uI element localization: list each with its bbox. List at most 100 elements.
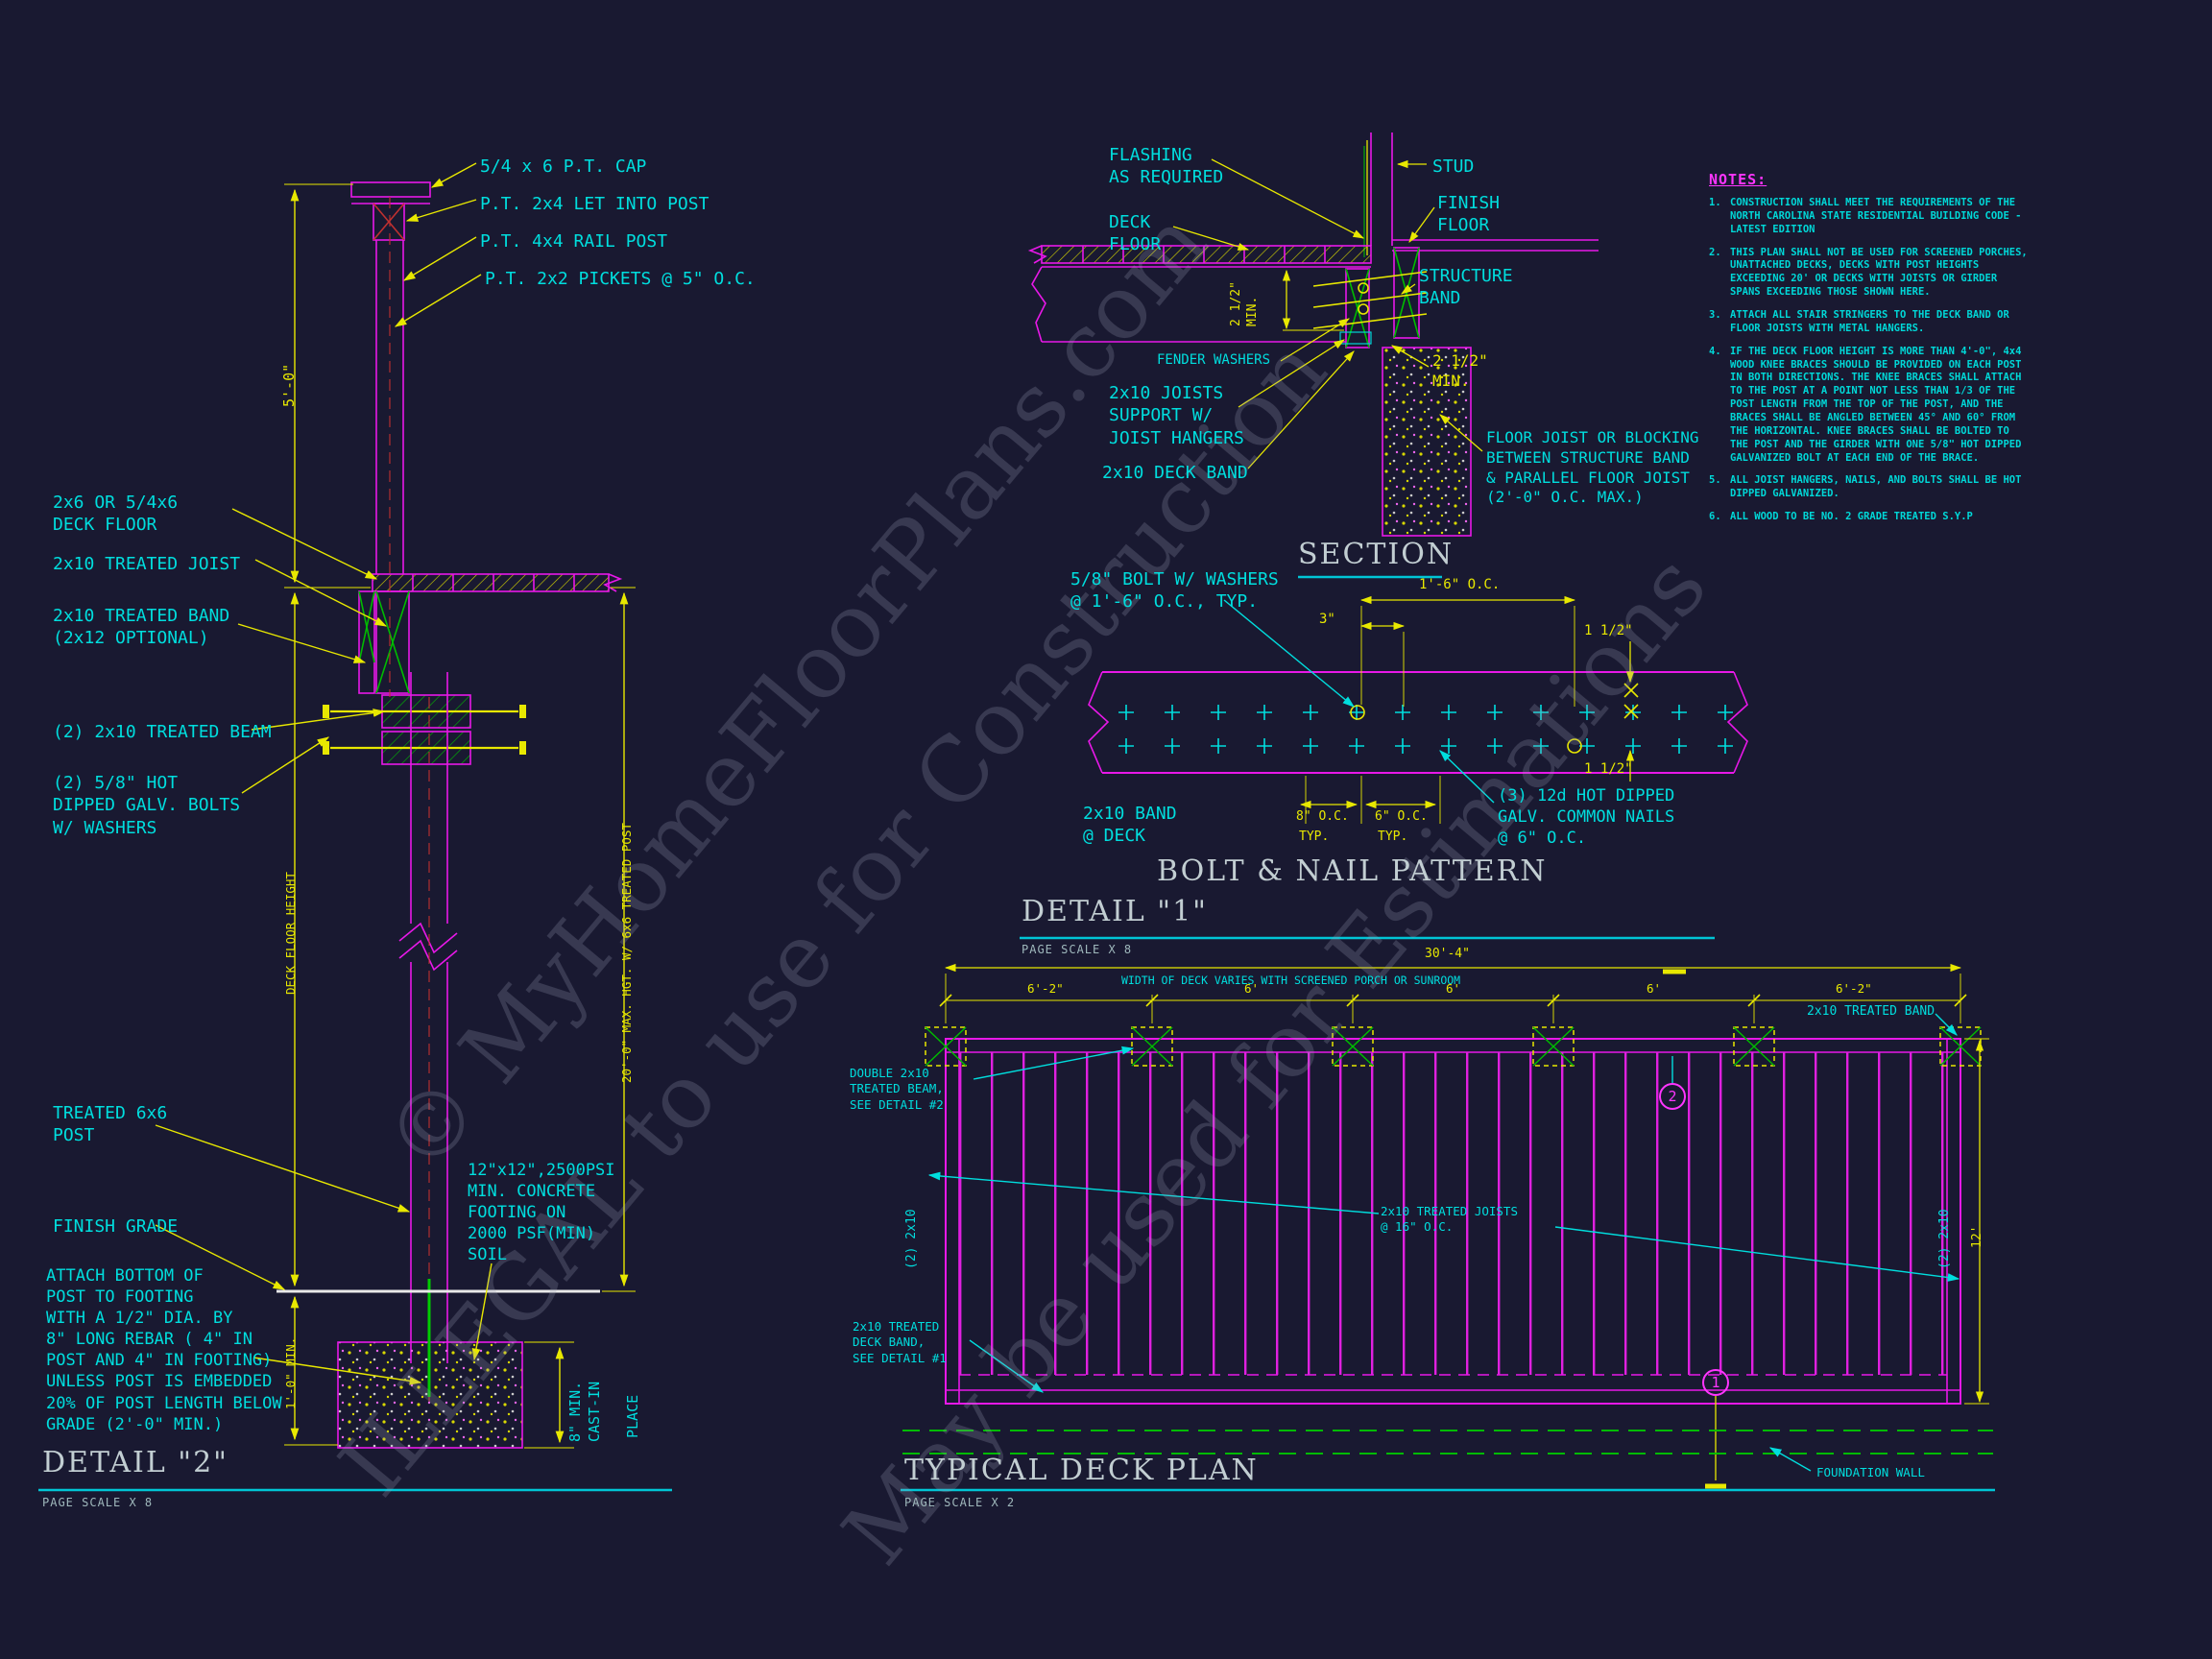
note-number: 1.	[1709, 197, 1721, 208]
label-deck-floor: 2x6 OR 5/4x6 DECK FLOOR	[53, 493, 179, 536]
label-bolt-washers: 5/8" BOLT W/ WASHERS @ 1'-6" O.C., TYP.	[1070, 569, 1279, 613]
dim-span-5: 6'-2"	[1836, 981, 1872, 996]
section-dims	[1172, 158, 1483, 469]
notes-title: NOTES:	[1709, 171, 1767, 188]
label-treated-joist: 2x10 TREATED JOIST	[53, 554, 241, 574]
label-treated-post: TREATED 6x6 POST	[53, 1103, 168, 1146]
dim-typ-b: TYP.	[1378, 830, 1408, 844]
label-cast-in: 8" MIN. CAST-IN	[566, 1381, 603, 1442]
deckplan-linework	[945, 1038, 1961, 1405]
label-double-2x10-left: (2) 2x10	[904, 1209, 919, 1269]
plan-marker-2: 2	[1659, 1083, 1686, 1110]
dim-rail-height: 5'-0"	[280, 363, 298, 407]
label-rail-post: P.T. 4x4 RAIL POST	[480, 231, 668, 252]
plan-marker-1: 1	[1702, 1369, 1729, 1396]
dim-overall-width: 30'-4"	[1425, 947, 1470, 961]
label-floor-joist-note: FLOOR JOIST OR BLOCKING BETWEEN STRUCTUR…	[1486, 428, 1699, 507]
section-linework	[1027, 132, 1599, 537]
label-foundation-wall: FOUNDATION WALL	[1816, 1465, 1925, 1479]
label-joists-note: 2x10 TREATED JOISTS @ 16" O.C.	[1381, 1204, 1518, 1235]
label-treated-beam: (2) 2x10 TREATED BEAM	[53, 722, 272, 742]
label-pt-cap: 5/4 x 6 P.T. CAP	[480, 156, 647, 177]
label-common-nails: (3) 12d HOT DIPPED GALV. COMMON NAILS @ …	[1498, 786, 1675, 849]
label-flashing: FLASHING AS REQUIRED	[1109, 145, 1224, 188]
dim-min-left: 2 1/2" MIN.	[1229, 281, 1260, 326]
detail1-title: DETAIL "1"	[1022, 895, 1208, 928]
label-band-at-deck: 2x10 BAND @ DECK	[1083, 804, 1177, 847]
note-text: ALL WOOD TO BE NO. 2 GRADE TREATED S.Y.P	[1730, 511, 1973, 523]
label-sec-joists: 2x10 JOISTS SUPPORT W/ JOIST HANGERS	[1109, 383, 1244, 448]
note-number: 4.	[1709, 345, 1721, 357]
note-item-2: 2. THIS PLAN SHALL NOT BE USED FOR SCREEN…	[1709, 247, 2032, 300]
dim-half-top: 1 1/2"	[1584, 623, 1633, 638]
note-text: CONSTRUCTION SHALL MEET THE REQUIREMENTS…	[1730, 197, 2022, 235]
dim-span-4: 6'	[1647, 981, 1662, 996]
note-number: 3.	[1709, 309, 1721, 322]
detail2-scale: PAGE SCALE X 8	[42, 1496, 154, 1509]
label-sec-deck-floor: DECK FLOOR	[1109, 212, 1162, 255]
dim-span-3: 6'	[1446, 981, 1461, 996]
bolt-nail-pattern-title: BOLT & NAIL PATTERN	[1157, 854, 1548, 888]
deck-plan-scale: PAGE SCALE X 2	[904, 1496, 1016, 1509]
dim-span-1: 6'-2"	[1027, 981, 1064, 996]
note-number: 5.	[1709, 474, 1721, 487]
note-item-6: 6. ALL WOOD TO BE NO. 2 GRADE TREATED S.Y…	[1709, 511, 2032, 524]
note-number: 2.	[1709, 246, 1721, 258]
label-place: PLACE	[624, 1394, 641, 1438]
title-underlines	[38, 575, 1995, 1492]
note-number: 6.	[1709, 511, 1721, 523]
label-plan-band: 2x10 TREATED BAND	[1807, 1004, 1936, 1019]
label-attach-note: ATTACH BOTTOM OF POST TO FOOTING WITH A …	[46, 1266, 282, 1434]
note-item-1: 1. CONSTRUCTION SHALL MEET THE REQUIREMEN…	[1709, 197, 2032, 237]
label-deck-band-note: 2x10 TREATED DECK BAND, SEE DETAIL #1	[853, 1319, 947, 1365]
label-structure-band: STRUCTURE BAND	[1419, 266, 1513, 309]
dim-span-2: 6'	[1244, 981, 1260, 996]
deckplan-leaders	[927, 1013, 1960, 1472]
label-beam-note: DOUBLE 2x10 TREATED BEAM, SEE DETAIL #2	[850, 1066, 944, 1112]
note-item-3: 3. ATTACH ALL STAIR STRINGERS TO THE DECK…	[1709, 309, 2032, 336]
label-treated-band: 2x10 TREATED BAND (2x12 OPTIONAL)	[53, 606, 230, 649]
dim-typ-a: TYP.	[1299, 830, 1330, 844]
detail2-linework	[276, 181, 623, 1449]
dim-deck-floor-height: DECK FLOOR HEIGHT	[283, 872, 298, 995]
detail1-scale: PAGE SCALE X 8	[1022, 943, 1133, 956]
dim-8-oc: 8" O.C.	[1296, 809, 1349, 824]
note-text: IF THE DECK FLOOR HEIGHT IS MORE THAN 4'…	[1730, 345, 2022, 464]
notes-panel: NOTES: 1. CONSTRUCTION SHALL MEET THE REQ…	[1709, 171, 2032, 534]
label-width-note: WIDTH OF DECK VARIES WITH SCREENED PORCH…	[1121, 974, 1461, 987]
label-pickets: P.T. 2x2 PICKETS @ 5" O.C.	[485, 269, 756, 289]
label-stud: STUD	[1432, 156, 1475, 177]
label-finish-grade: FINISH GRADE	[53, 1216, 179, 1237]
deckplan-posts	[925, 1026, 1982, 1067]
label-finish-floor: FINISH FLOOR	[1437, 193, 1501, 236]
note-item-5: 5. ALL JOIST HANGERS, NAILS, AND BOLTS SH…	[1709, 474, 2032, 501]
label-let-into-post: P.T. 2x4 LET INTO POST	[480, 194, 709, 214]
label-fender-washers: FENDER WASHERS	[1157, 352, 1271, 368]
label-galv-bolts: (2) 5/8" HOT DIPPED GALV. BOLTS W/ WASHE…	[53, 773, 241, 838]
section-title: SECTION	[1298, 538, 1455, 571]
dim-min-right: 2 1/2" MIN.	[1432, 351, 1488, 390]
deckplan-dims	[939, 963, 1989, 1489]
note-item-4: 4. IF THE DECK FLOOR HEIGHT IS MORE THAN …	[1709, 346, 2032, 466]
dim-16-oc: 1'-6" O.C.	[1419, 577, 1501, 592]
deckplan-foundation	[902, 1430, 1993, 1455]
note-text: ATTACH ALL STAIR STRINGERS TO THE DECK B…	[1730, 309, 2009, 334]
detail1-linework	[1088, 671, 1748, 774]
note-text: THIS PLAN SHALL NOT BE USED FOR SCREENED…	[1730, 246, 2028, 299]
dim-6-oc: 6" O.C.	[1375, 809, 1428, 824]
dim-max-height: 20'-0" MAX. HGT. W/ 6x6 TREATED POST	[619, 823, 634, 1083]
detail1-leaders	[1223, 599, 1495, 804]
detail2-dims	[155, 162, 636, 1449]
deck-plan-title: TYPICAL DECK PLAN	[904, 1454, 1259, 1487]
note-text: ALL JOIST HANGERS, NAILS, AND BOLTS SHAL…	[1730, 474, 2022, 500]
detail2-title: DETAIL "2"	[42, 1446, 228, 1479]
dim-plan-depth: 12'	[1970, 1225, 1984, 1248]
dim-three-inch: 3"	[1319, 612, 1335, 627]
label-sec-deck-band: 2x10 DECK BAND	[1102, 463, 1248, 483]
label-double-2x10-right: (2) 2x10	[1937, 1209, 1952, 1269]
dim-footing-depth: 1'-0" MIN.	[283, 1336, 298, 1409]
label-footing-note: 12"x12",2500PSI MIN. CONCRETE FOOTING ON…	[468, 1161, 615, 1265]
detail1-dims	[1299, 595, 1635, 824]
